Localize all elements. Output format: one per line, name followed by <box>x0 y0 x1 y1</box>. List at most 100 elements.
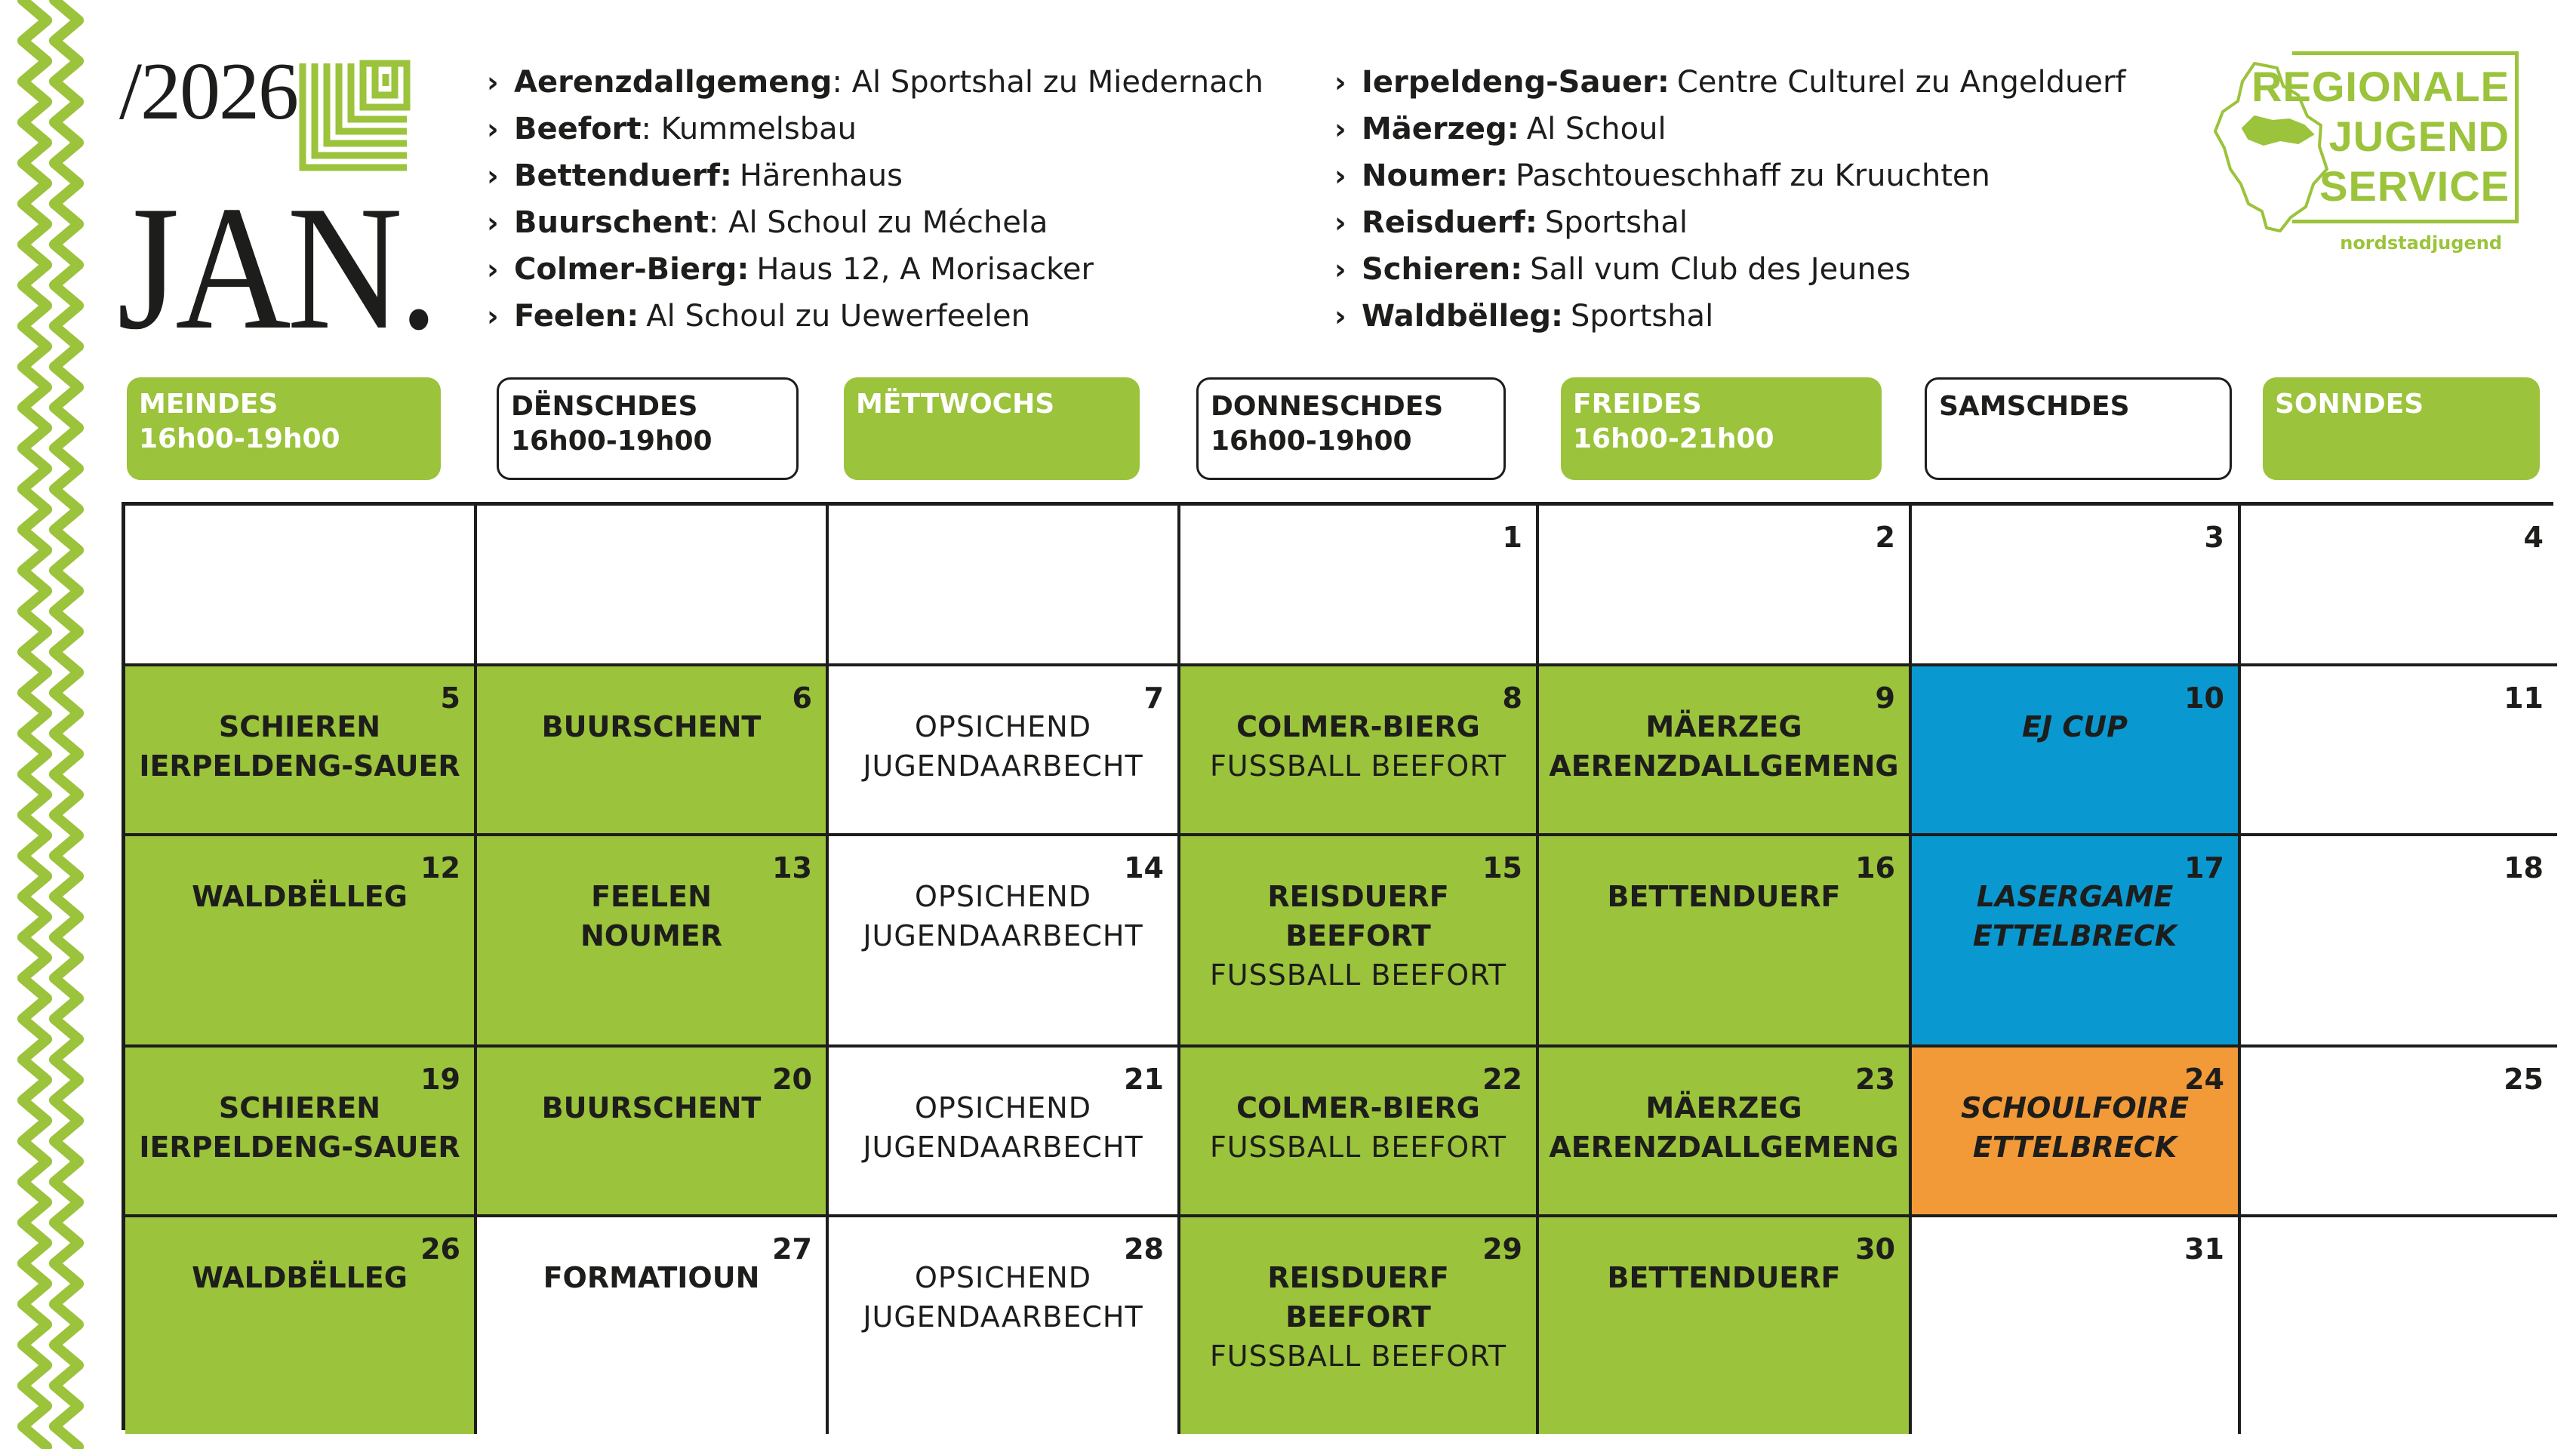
day-number: 30 <box>1855 1232 1895 1266</box>
chevron-right-icon: › <box>487 112 499 146</box>
event-lines: MÄERZEG AERENZDALLGEMENG <box>1539 1088 1909 1167</box>
day-time: 16h00-19h00 <box>1211 426 1412 457</box>
day-number: 19 <box>420 1063 460 1096</box>
day-number: 11 <box>2504 681 2544 715</box>
day-number: 9 <box>1875 681 1895 715</box>
day-number: 8 <box>1502 681 1522 715</box>
venue-item: ›Waldbëlleg:Sportshal <box>1334 293 2125 340</box>
event-label: FUSSBALL BEEFORT <box>1209 1131 1507 1164</box>
event-label: BUURSCHENT <box>541 1091 762 1124</box>
striped-square-icon <box>299 60 411 171</box>
event-label: WALDBËLLEG <box>192 880 408 913</box>
day-number: 26 <box>420 1232 460 1266</box>
day-time: 16h00-19h00 <box>511 426 712 457</box>
day-number: 22 <box>1482 1063 1522 1096</box>
event-label: FUSSBALL BEEFORT <box>1209 958 1507 992</box>
day-number: 17 <box>2184 851 2224 884</box>
chevron-right-icon: › <box>1334 66 1346 99</box>
venue-place: Sall vum Club des Jeunes <box>1530 252 1911 287</box>
chevron-right-icon: › <box>1334 159 1346 192</box>
venue-name: Ierpeldeng-Sauer: <box>1362 65 1670 100</box>
calendar-day-18: 18 <box>2241 836 2557 1048</box>
day-number: 13 <box>772 851 812 884</box>
day-name: MEINDES <box>139 389 279 420</box>
venue-item: ›Aerenzdallgemeng: Al Sportshal zu Miede… <box>487 59 1263 106</box>
event-label: JUGENDAARBECHT <box>863 1300 1143 1334</box>
chevron-right-icon: › <box>1334 253 1346 286</box>
calendar-day-1: 1 <box>1180 506 1539 666</box>
venue-name: Buurschent <box>514 205 709 240</box>
venue-name: Feelen: <box>514 299 639 334</box>
venue-item: ›Buurschent: Al Schoul zu Méchela <box>487 199 1263 246</box>
calendar-empty-cell <box>477 506 829 666</box>
day-number: 25 <box>2504 1063 2544 1096</box>
event-label: BEEFORT <box>1285 919 1431 952</box>
calendar-day-25: 25 <box>2241 1048 2557 1217</box>
day-number: 21 <box>1124 1063 1164 1096</box>
event-label: BETTENDUERF <box>1607 880 1841 913</box>
event-label: OPSICHEND <box>915 710 1091 743</box>
calendar-day-4: 4 <box>2241 506 2557 666</box>
day-number: 7 <box>1143 681 1164 715</box>
calendar-day-31: 31 <box>1912 1217 2241 1434</box>
year-label: /2026 <box>119 47 299 137</box>
day-name: SONNDES <box>2275 389 2424 420</box>
venue-place: Al Schoul zu Uewerfeelen <box>646 299 1030 334</box>
event-label: MÄERZEG <box>1645 710 1802 743</box>
event-label: OPSICHEND <box>915 1091 1091 1124</box>
day-name: FREIDES <box>1573 389 1702 420</box>
day-header-meindes: MEINDES 16h00-19h00 <box>127 377 441 480</box>
calendar-day-2: 2 <box>1539 506 1912 666</box>
venue-item: ›Ierpeldeng-Sauer:Centre Culturel zu Ang… <box>1334 59 2125 106</box>
chevron-right-icon: › <box>1334 112 1346 146</box>
venue-place: Sportshal <box>1544 205 1688 240</box>
event-lines: OPSICHEND JUGENDAARBECHT <box>829 707 1177 786</box>
event-label: AERENZDALLGEMENG <box>1549 1131 1899 1164</box>
event-label: MÄERZEG <box>1645 1091 1802 1124</box>
event-label: SCHIEREN <box>218 710 381 743</box>
day-number: 12 <box>420 851 460 884</box>
event-label: FORMATIOUN <box>543 1261 760 1294</box>
day-header-mettwochs: MËTTWOCHS <box>844 377 1140 480</box>
day-name: DËNSCHDES <box>511 391 698 422</box>
day-header-denschdes: DËNSCHDES 16h00-19h00 <box>497 377 799 480</box>
event-label: BUURSCHENT <box>541 710 762 743</box>
event-label: REISDUERF <box>1267 880 1449 913</box>
zigzag-border <box>17 0 84 1449</box>
event-lines: BUURSCHENT <box>477 707 826 746</box>
venue-place: : Kummelsbau <box>641 112 857 146</box>
venue-place: : Al Schoul zu Méchela <box>708 205 1048 240</box>
day-name: DONNESCHDES <box>1211 391 1444 422</box>
event-label: JUGENDAARBECHT <box>863 749 1143 783</box>
venue-item: › Beefort: Kummelsbau <box>487 106 1263 152</box>
venue-item: ›Noumer:Paschtoueschhaff zu Kruuchten <box>1334 152 2125 199</box>
event-label: REISDUERF <box>1267 1261 1449 1294</box>
venue-name: Beefort <box>514 112 642 146</box>
luxembourg-map-icon <box>2214 62 2328 232</box>
venue-name: Waldbëlleg: <box>1362 299 1563 334</box>
day-header-samschdes: SAMSCHDES <box>1925 377 2232 480</box>
venue-name: Reisduerf: <box>1362 205 1537 240</box>
event-label: SCHOULFOIRE <box>1960 1091 2190 1124</box>
event-label: OPSICHEND <box>915 1261 1091 1294</box>
day-name: SAMSCHDES <box>1939 391 2130 422</box>
day-number: 4 <box>2523 521 2544 554</box>
calendar-empty-cell <box>829 506 1180 666</box>
